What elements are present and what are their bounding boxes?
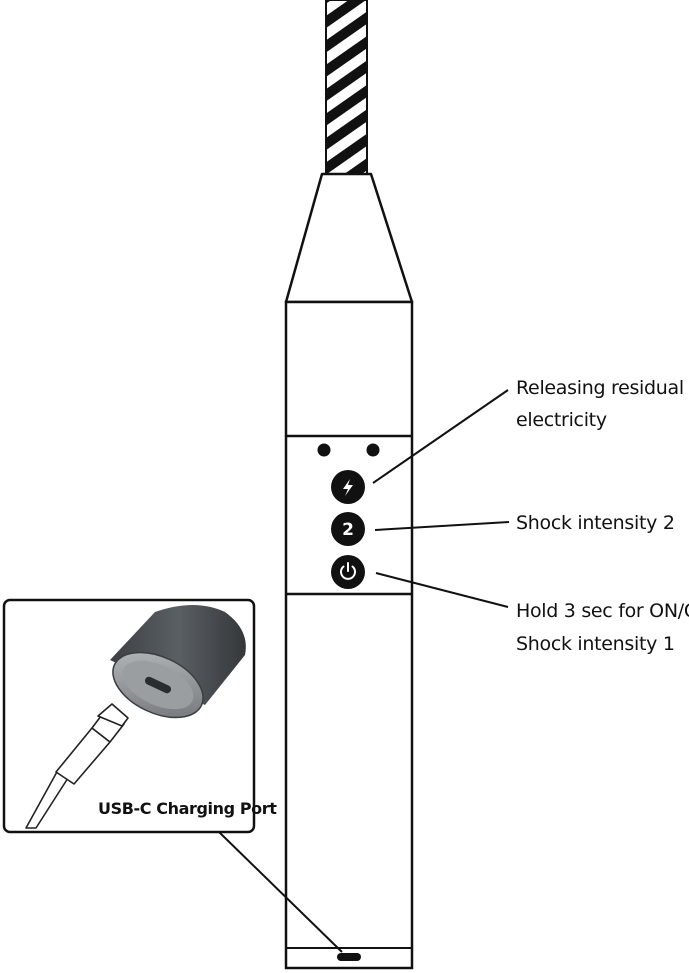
- power-button[interactable]: [331, 555, 365, 589]
- device-cap: [110, 605, 246, 719]
- number-2-icon: 2: [342, 520, 354, 540]
- release-label-line2: electricity: [516, 409, 607, 431]
- usb-c-inset: USB-C Charging Port: [2, 598, 278, 834]
- power-label-line2: Shock intensity 1: [516, 633, 675, 655]
- device-body: [284, 300, 414, 970]
- intensity2-leader-line: [374, 521, 510, 531]
- intensity-2-button[interactable]: 2: [331, 512, 365, 546]
- intensity2-label: Shock intensity 2: [516, 512, 675, 534]
- usb-c-inset-label: USB-C Charging Port: [98, 799, 277, 818]
- release-leader-line: [372, 389, 509, 484]
- striped-cable: [325, 0, 368, 175]
- usb-c-port-opening: [144, 676, 172, 694]
- usb-c-port-slot: [337, 953, 361, 961]
- port-leader-line: [218, 831, 343, 953]
- power-label-line1: Hold 3 sec for ON/OFF: [516, 600, 689, 622]
- power-leader-line: [375, 572, 509, 608]
- device-neck: [284, 172, 414, 304]
- release-button[interactable]: [331, 470, 365, 504]
- power-icon: [340, 562, 356, 580]
- indicator-light-right: [366, 443, 380, 457]
- release-label-line1: Releasing residual: [516, 377, 684, 399]
- lightning-bolt-icon: [343, 479, 353, 496]
- usb-c-cable: [25, 703, 129, 829]
- indicator-light-left: [317, 443, 331, 457]
